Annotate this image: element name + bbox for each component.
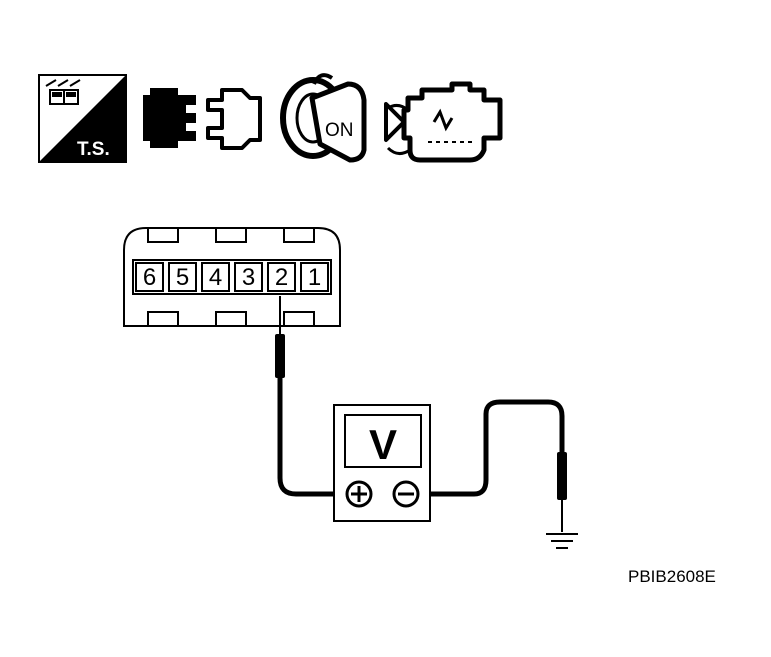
voltmeter-negative-terminal-icon xyxy=(392,480,420,508)
negative-probe xyxy=(557,452,567,500)
terminal-3: 3 xyxy=(234,262,263,292)
terminal-1: 1 xyxy=(300,262,329,292)
terminal-number: 1 xyxy=(308,264,321,291)
voltmeter-positive-terminal-icon xyxy=(345,480,373,508)
terminal-number: 3 xyxy=(242,264,255,291)
terminal-2: 2 xyxy=(267,262,296,292)
ts-icon: T.S. xyxy=(38,74,127,163)
voltmeter: V xyxy=(333,404,431,522)
positive-probe xyxy=(275,334,285,378)
terminal-cell xyxy=(267,262,296,292)
terminal-4: 4 xyxy=(201,262,230,292)
terminal-number: 2 xyxy=(275,264,288,291)
terminal-number: 4 xyxy=(209,264,222,291)
voltmeter-label: V xyxy=(369,421,397,468)
terminal-cell xyxy=(168,262,197,292)
negative-lead-wire xyxy=(418,399,565,497)
terminal-cell xyxy=(135,262,164,292)
figure-code: PBIB2608E xyxy=(628,567,716,586)
terminal-5: 5 xyxy=(168,262,197,292)
terminal-number: 6 xyxy=(143,264,156,291)
terminal-number: 5 xyxy=(176,264,189,291)
engine-running-icon xyxy=(384,81,503,163)
connector-disconnect-icon xyxy=(143,88,262,150)
ground-symbol-icon xyxy=(546,533,578,549)
terminal-cell xyxy=(234,262,263,292)
positive-lead-wire xyxy=(277,378,344,497)
terminal-6: 6 xyxy=(135,262,164,292)
terminal-cell xyxy=(201,262,230,292)
terminal-cell xyxy=(300,262,329,292)
ignition-on-icon: ON xyxy=(280,73,367,163)
ts-icon-label: T.S. xyxy=(77,139,110,160)
ignition-on-label: ON xyxy=(325,120,354,141)
